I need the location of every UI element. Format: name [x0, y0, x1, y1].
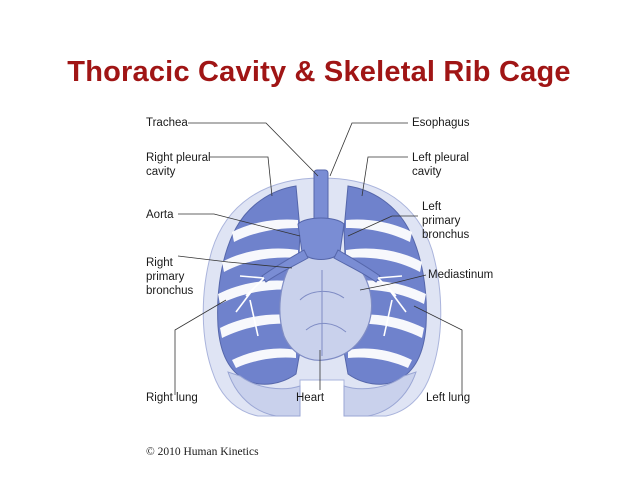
label-right-primary-bronchus: Right primary bronchus — [146, 257, 194, 297]
right-lung — [217, 185, 303, 385]
lower-lung-bases — [227, 371, 417, 417]
copyright-notice: © 2010 Human Kinetics — [146, 446, 259, 458]
label-heart: Heart — [296, 392, 325, 404]
slide-title: Thoracic Cavity & Skeletal Rib Cage — [67, 56, 571, 88]
label-left-lung: Left lung — [426, 392, 471, 404]
label-trachea: Trachea — [146, 117, 188, 129]
label-left-pleural-cavity: Left pleural cavity — [412, 152, 469, 178]
label-right-lung: Right lung — [146, 392, 198, 404]
label-aorta: Aorta — [146, 209, 174, 221]
airways — [261, 169, 381, 283]
bronchial-tree — [235, 275, 407, 337]
leader-lines — [174, 122, 463, 395]
label-esophagus: Esophagus — [412, 117, 470, 129]
label-right-pleural-cavity: Right pleural cavity — [146, 152, 211, 178]
label-mediastinum: Mediastinum — [428, 269, 494, 281]
label-left-primary-bronchus: Left primary bronchus — [422, 201, 470, 241]
